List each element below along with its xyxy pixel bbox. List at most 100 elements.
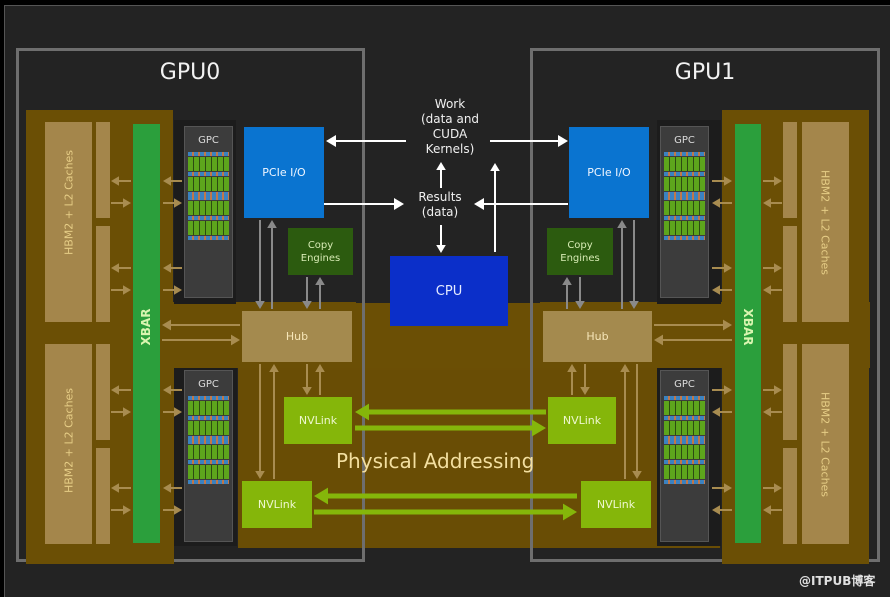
- gpu1-gpc-to-xbar-arrow: [712, 176, 732, 186]
- gpu1-gpc-to-xbar-arrow: [712, 385, 732, 395]
- gpc-sm-row: [188, 177, 229, 191]
- work-label-line-1: Work: [434, 97, 466, 111]
- gpu1-box: [530, 48, 880, 273]
- gpc-cache-stripe: [188, 440, 229, 444]
- gpu1-l2-to-xbar-arrow: [763, 407, 782, 417]
- gpc-cache-stripe: [188, 192, 229, 196]
- gpc-cache-stripe: [188, 196, 229, 200]
- gpc-sm-row: [664, 157, 705, 171]
- gpc-cache-stripe: [188, 236, 229, 240]
- gpu0-gpc-upper: GPC: [184, 126, 233, 298]
- gpu1-hub-to-nvlink1-arrow: [580, 364, 590, 395]
- gpc-cache-stripe: [664, 196, 705, 200]
- gpu0-hub-to-nvlink2-arrow: [255, 364, 265, 479]
- gpu1-hub: Hub: [543, 311, 652, 362]
- gpc-sm-row: [188, 401, 229, 415]
- gpu0-nvlink1-to-hub-arrow: [315, 364, 325, 395]
- gpu1-nvlink-1: NVLink: [548, 397, 616, 444]
- gpc-sm-row: [188, 465, 229, 479]
- gpu1-hbm-upper: [802, 122, 849, 322]
- gpu0-gpc-lower: GPC: [184, 370, 233, 542]
- gpu0-hub-to-pcie-arrow: [267, 220, 277, 309]
- gpu1-hbm-lower: [802, 344, 849, 544]
- gpu1-pcie-to-hub-arrow: [629, 220, 639, 309]
- gpc-cache-stripe: [664, 216, 705, 220]
- gpc-cache-stripe: [664, 480, 705, 484]
- nvlink2-gpu1-to-gpu0-arrow: [314, 487, 577, 505]
- gpc-sm-row: [188, 421, 229, 435]
- gpu0-nvlink2-to-hub-arrow: [269, 364, 279, 479]
- work-to-gpu0-arrow: [326, 135, 406, 147]
- gpu1-copy-engines: Copy Engines: [547, 228, 613, 275]
- gpu1-gpc-upper-cores: [664, 152, 705, 240]
- gpu0-to-results-arrow: [324, 198, 404, 210]
- gpu1-copy-label-2: Engines: [560, 252, 600, 264]
- gpu1-hub-to-copy-arrow: [562, 277, 572, 309]
- gpu1-xbar-to-gpc-arrow: [712, 505, 732, 515]
- physical-addressing-label: Physical Addressing: [336, 449, 535, 473]
- gpu0-gpc-upper-label: GPC: [198, 135, 219, 146]
- gpu1-l2-slice-4: [783, 448, 797, 544]
- gpu1-pcie-io: PCIe I/O: [569, 127, 649, 218]
- gpu0-xbar-to-l2-arrow: [111, 176, 131, 186]
- gpc-cache-stripe: [188, 396, 229, 400]
- results-label-line-2: (data): [421, 205, 459, 219]
- gpu0-gpc-upper-cores: [188, 152, 229, 240]
- watermark: @ITPUB博客: [799, 574, 876, 588]
- gpu0-l2-to-xbar-arrow: [111, 198, 131, 208]
- gpu1-nvlink2-to-hub-arrow: [620, 364, 630, 479]
- gpu1-to-results-arrow: [474, 198, 568, 210]
- gpu0-nvlink-1: NVLink: [284, 397, 352, 444]
- gpu0-hub-to-nvlink1-arrow: [302, 364, 312, 395]
- gpu1-xbar-to-gpc-arrow: [712, 285, 732, 295]
- gpc-cache-stripe: [664, 460, 705, 464]
- gpu0-copy-to-hub-arrow: [302, 277, 312, 309]
- work-label-line-4: Kernels): [425, 142, 475, 156]
- gpu1-xbar-to-l2-arrow: [763, 483, 782, 493]
- gpu0-l2-slice-3: [96, 344, 110, 440]
- gpu0-l2-to-xbar-arrow: [111, 505, 131, 515]
- gpu0-l2-to-xbar-arrow: [111, 285, 131, 295]
- gpu1-copy-label-1: Copy: [567, 239, 593, 251]
- gpu0-hub-to-copy-arrow: [315, 277, 325, 309]
- gpu0-xbar-to-gpc-arrow: [163, 505, 182, 515]
- gpu0-hub: Hub: [242, 311, 352, 362]
- gpu1-l2-to-xbar-arrow: [763, 198, 782, 208]
- gpc-sm-row: [664, 465, 705, 479]
- gpc-cache-stripe: [188, 152, 229, 156]
- gpu1-xbar-to-gpc-arrow: [712, 407, 732, 417]
- work-label-line-3: CUDA: [432, 127, 468, 141]
- gpc-sm-row: [188, 445, 229, 459]
- gpu1-xbar: [735, 124, 761, 543]
- gpu0-xbar-to-l2-arrow: [111, 385, 131, 395]
- gpc-cache-stripe: [664, 440, 705, 444]
- gpc-cache-stripe: [664, 436, 705, 440]
- cpu-to-work-arrow: [490, 163, 500, 252]
- gpc-cache-stripe: [188, 460, 229, 464]
- gpu1-box-lower: [530, 270, 880, 562]
- results-to-cpu-arrow: [436, 225, 446, 253]
- gpu0-title: GPU0: [159, 60, 221, 85]
- gpu0-xbar-to-hub-arrow: [162, 334, 240, 346]
- gpu1-l2-slice-2: [783, 226, 797, 322]
- gpu0-hbm-lower: [45, 344, 92, 544]
- nvlink1-gpu0-to-gpu1-arrow: [355, 419, 546, 437]
- gpu0-gpc-lower-label: GPC: [198, 379, 219, 390]
- gpu0-xbar-to-gpc-arrow: [163, 285, 182, 295]
- gpc-sm-row: [188, 221, 229, 235]
- gpc-sm-row: [664, 401, 705, 415]
- gpc-cache-stripe: [188, 436, 229, 440]
- gpc-sm-row: [188, 201, 229, 215]
- gpu1-l2-slice-1: [783, 122, 797, 218]
- nvlink2-gpu0-to-gpu1-arrow: [314, 503, 577, 521]
- gpu0-l2-slice-1: [96, 122, 110, 218]
- gpc-sm-row: [664, 177, 705, 191]
- gpu1-l2-slice-3: [783, 344, 797, 440]
- gpu0-hub-to-xbar-arrow: [162, 319, 240, 331]
- gpu1-hub-to-nvlink2-arrow: [632, 364, 642, 479]
- gpu0-gpc-to-xbar-arrow: [163, 263, 182, 273]
- gpu0-xbar-to-gpc-arrow: [163, 407, 182, 417]
- gpu0-l2-slice-2: [96, 226, 110, 322]
- gpc-cache-stripe: [188, 172, 229, 176]
- gpu1-gpc-lower-cores: [664, 396, 705, 484]
